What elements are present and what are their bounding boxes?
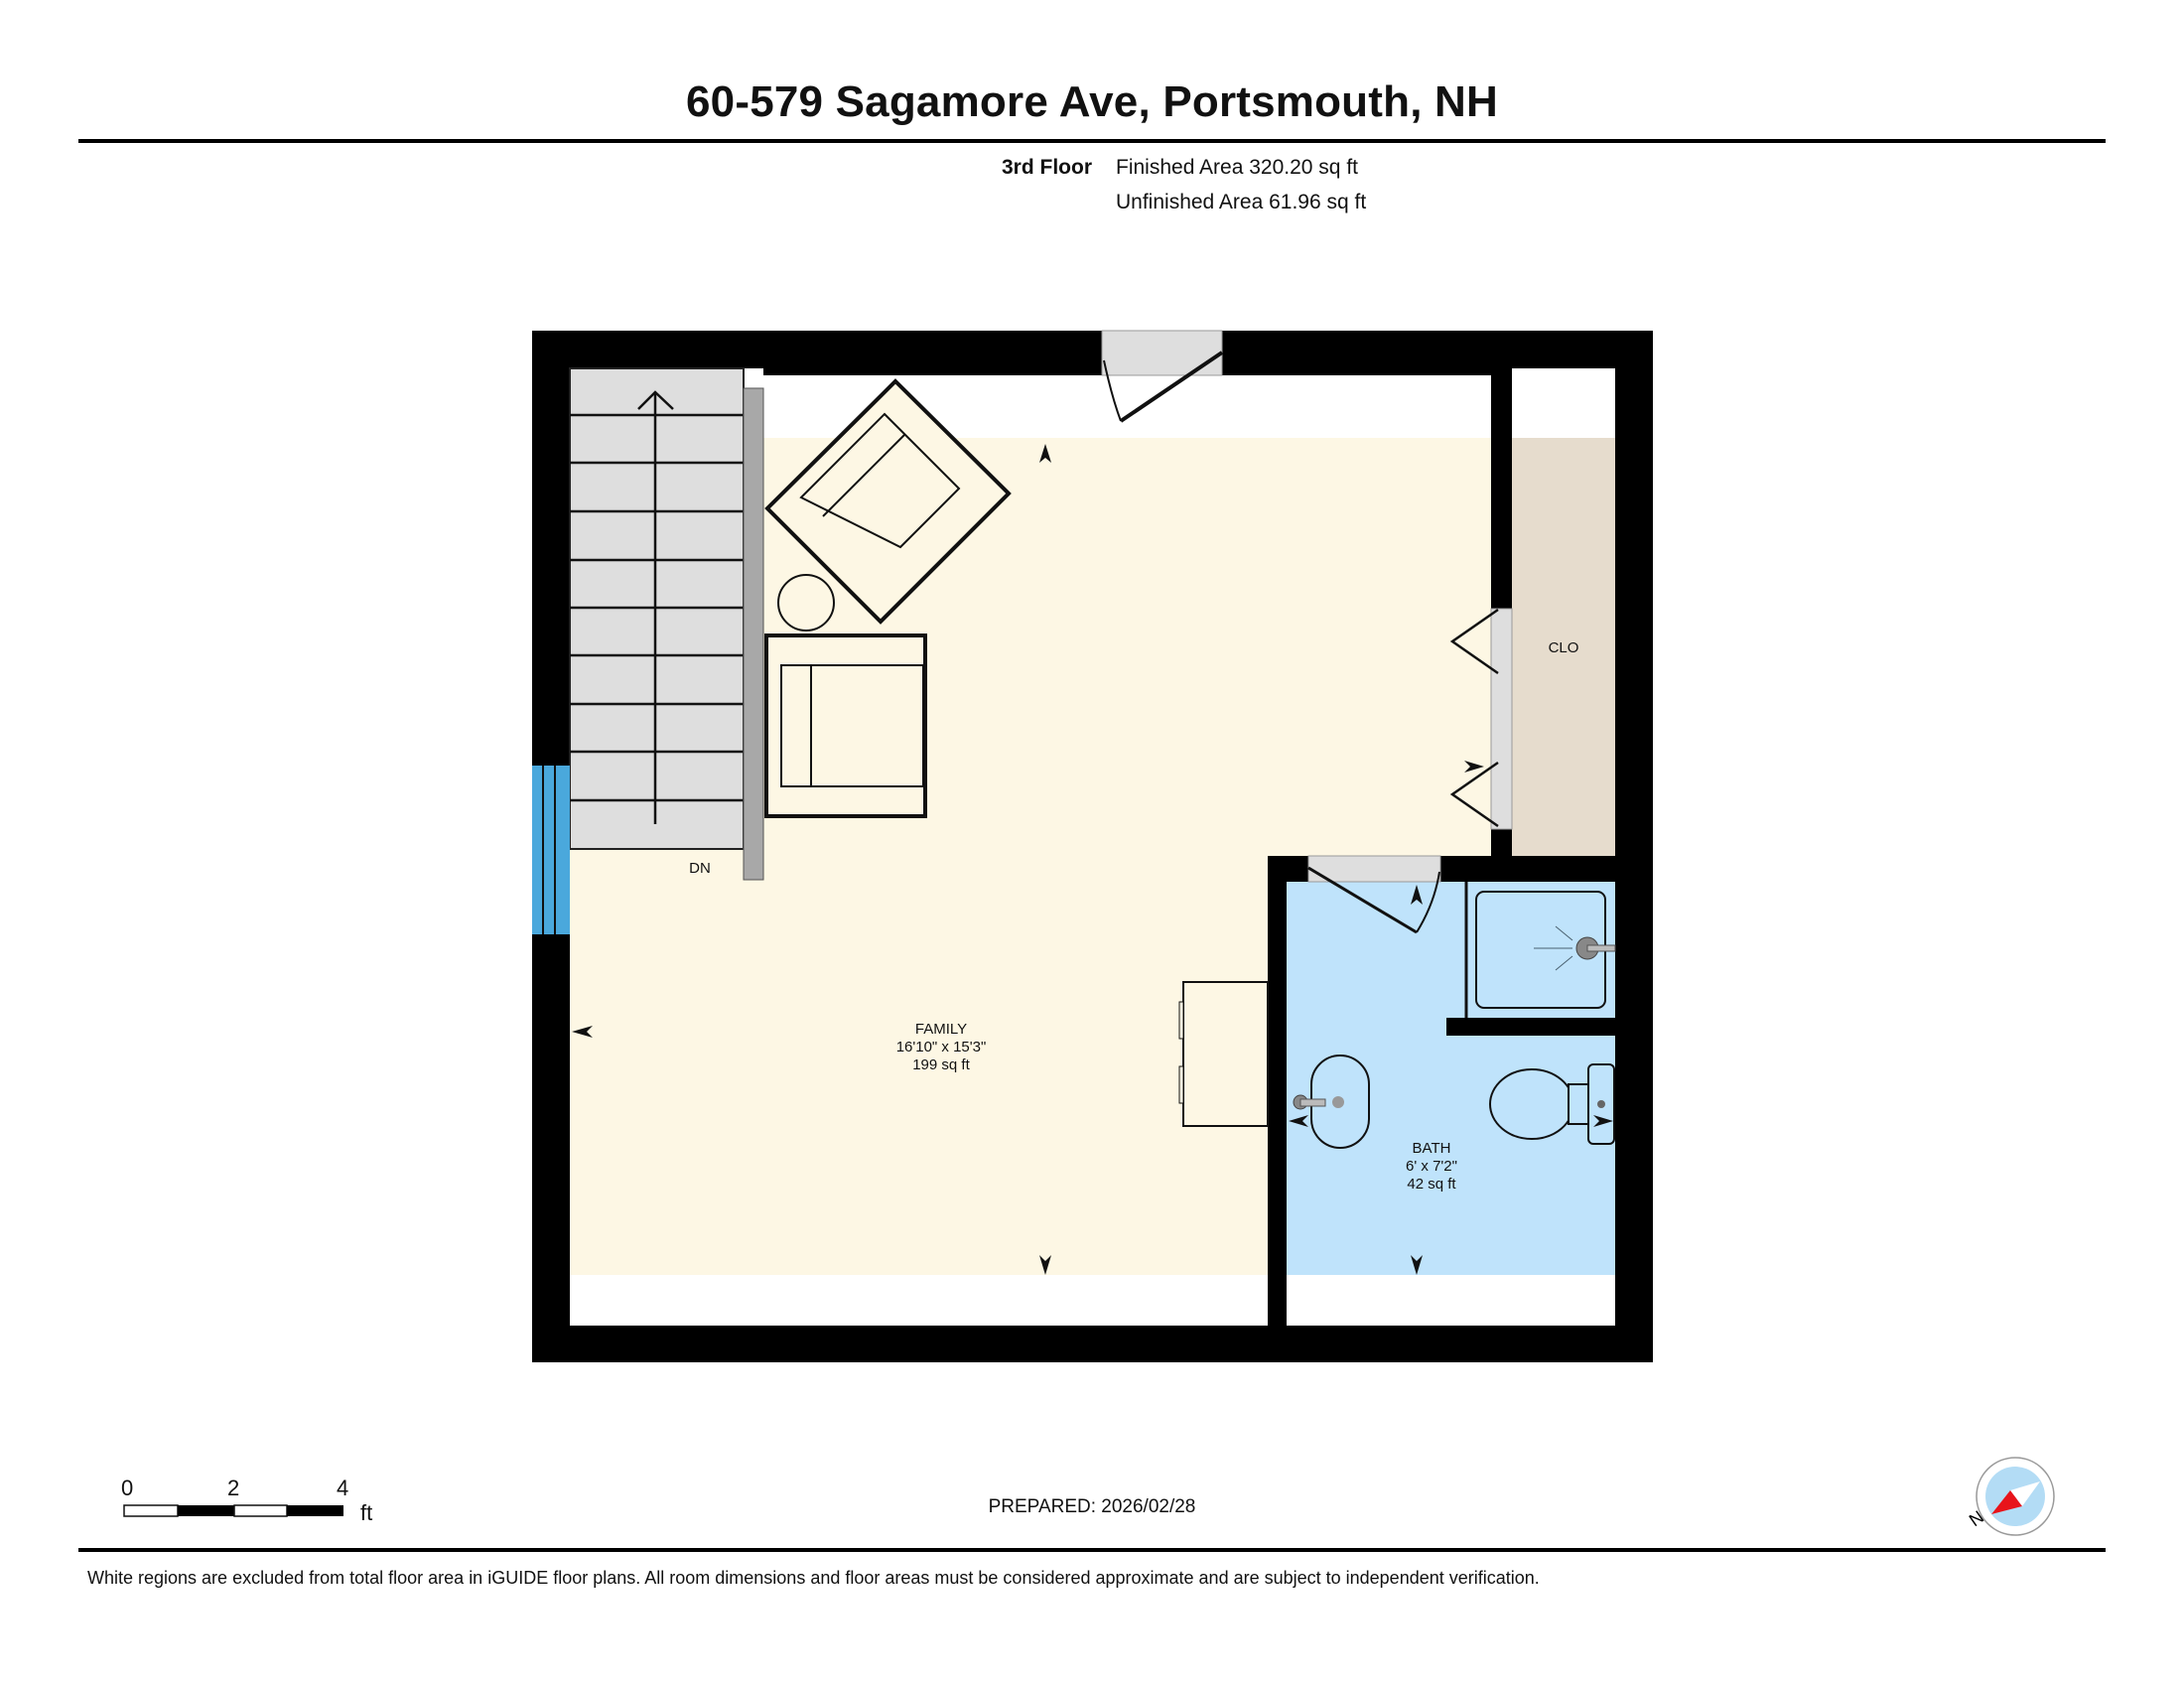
family-room-dimensions: 16'10" x 15'3" [895,1039,987,1055]
closet-upper-unfinished [1512,368,1615,438]
side-table [777,574,835,632]
scale-tick-0: 0 [121,1476,134,1500]
staircase[interactable] [569,367,745,850]
bath-room-label: BATH 6' x 7'2" 42 sq ft [1352,1140,1511,1194]
scale-bar-graphic [123,1504,343,1517]
prepared-date: PREPARED: 2026/02/28 [988,1496,1196,1517]
family-room-floor-upper [1268,438,1491,856]
scale-tick-2: 2 [227,1476,240,1500]
stairs-down-label: DN [689,860,711,877]
header-divider [78,139,2106,143]
scale-unit: ft [360,1500,373,1525]
wall-east [1615,368,1653,1326]
armchair-rotated [764,378,1012,625]
page-title: 60-579 Sagamore Ave, Portsmouth, NH [686,77,1498,126]
footer-divider [78,1548,2106,1552]
dimension-markers [572,444,1613,1275]
bath-room-name: BATH [1412,1140,1451,1157]
closet-floor [1512,438,1615,860]
bath-room-dimensions: 6' x 7'2" [1406,1158,1457,1175]
floor-label: 3rd Floor [1001,156,1092,179]
family-room-area: 199 sq ft [912,1056,970,1073]
closet-label: CLO [1548,639,1579,656]
bath-wall-west [1268,856,1287,1326]
desk [1178,981,1269,1127]
north-compass-icon: N [1966,1457,2055,1536]
family-room-name: FAMILY [914,1021,968,1038]
sink [1293,1055,1370,1149]
shower [1446,882,1616,1036]
closet-bifold-doors[interactable] [1449,608,1513,830]
finished-area: Finished Area 320.20 sq ft [1116,156,1358,179]
scale-tick-4: 4 [337,1476,349,1500]
family-room-label: FAMILY 16'10" x 15'3" 199 sq ft [862,1021,1021,1074]
window-west [532,766,570,934]
stair-railing [743,387,764,881]
armchair [764,633,927,818]
unfinished-area: Unfinished Area 61.96 sq ft [1116,191,1367,213]
toilet [1489,1063,1615,1145]
bath-room-area: 42 sq ft [1407,1176,1456,1193]
bath-door[interactable] [1307,855,1441,934]
door-north[interactable] [1101,330,1224,423]
footer-disclaimer: White regions are excluded from total fl… [87,1568,1540,1588]
